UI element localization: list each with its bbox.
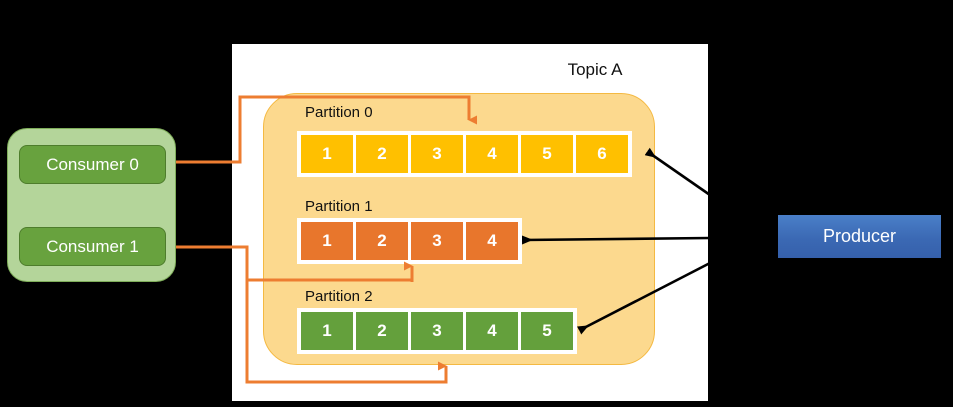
consumer-group: Consumer 0 Consumer 1 xyxy=(7,128,176,282)
partition-0-message-1: 1 xyxy=(301,135,353,173)
partition-1-message-1: 1 xyxy=(301,222,353,260)
partition-0-label: Partition 0 xyxy=(305,104,373,121)
partition-0-message-2: 2 xyxy=(356,135,408,173)
consumer-0[interactable]: Consumer 0 xyxy=(19,145,166,184)
partition-2-label: Partition 2 xyxy=(305,288,373,305)
partition-2-message-1: 1 xyxy=(301,312,353,350)
partition-2-message-5: 5 xyxy=(521,312,573,350)
partition-1-message-3: 3 xyxy=(411,222,463,260)
partition-2-strip: 1 2 3 4 5 xyxy=(297,308,577,354)
partition-0-message-5: 5 xyxy=(521,135,573,173)
partition-1-message-4: 4 xyxy=(466,222,518,260)
partition-2-message-3: 3 xyxy=(411,312,463,350)
producer-box[interactable]: Producer xyxy=(778,215,941,258)
partition-1-message-2: 2 xyxy=(356,222,408,260)
partition-0-message-4: 4 xyxy=(466,135,518,173)
topic-title: Topic A xyxy=(567,60,623,79)
partition-0-message-3: 3 xyxy=(411,135,463,173)
partition-2-message-2: 2 xyxy=(356,312,408,350)
partition-0-strip: 1 2 3 4 5 6 xyxy=(297,131,632,177)
partition-0-message-6: 6 xyxy=(576,135,628,173)
partition-2-message-4: 4 xyxy=(466,312,518,350)
partition-1-label: Partition 1 xyxy=(305,198,373,215)
consumer-1[interactable]: Consumer 1 xyxy=(19,227,166,266)
partition-1-strip: 1 2 3 4 xyxy=(297,218,522,264)
